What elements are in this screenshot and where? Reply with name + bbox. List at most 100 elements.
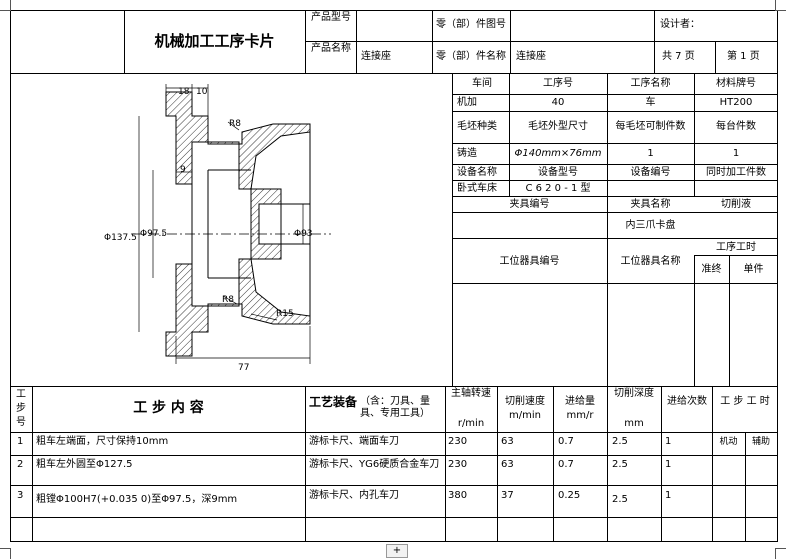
frame-left [10,10,11,542]
equip-no-label: 设备编号 [630,167,671,178]
dim-d93: Φ93 [294,229,313,239]
steps-vline [305,386,306,542]
row-1-no: 1 [17,436,24,447]
info-hline [452,143,778,144]
steps-hline [10,455,778,456]
cut-speed-unit: m/min [509,410,541,421]
header-vline [305,10,306,73]
info-vline [694,283,695,386]
info-hline [452,238,778,239]
workshop-value: 机加 [457,97,477,108]
outline [191,132,311,316]
content-header: 工 步 内 容 [133,400,204,416]
info-vline [729,255,730,386]
steps-vline [553,386,554,542]
header-bottom-line [10,73,778,74]
part-sketch [131,84,331,364]
steps-vline [497,386,498,542]
header-vline [510,10,511,73]
equip-header: 工艺装备 [309,395,358,409]
dim-r8-top: R8 [229,119,241,129]
header-vline [432,10,433,73]
station-tool-name-label: 工位器具名称 [620,256,681,267]
row-3-cut: 37 [501,490,514,501]
row-1-feed: 0.7 [558,436,574,447]
row-2-equip: 游标卡尺、YG6硬质合金车刀 [309,459,440,470]
info-left-line [452,73,453,386]
blank-type-value: 铸造 [457,148,477,159]
equip-name-value: 卧式车床 [457,183,497,194]
dim-77: 77 [238,363,250,373]
per-blank-label: 每毛坯可制件数 [615,121,686,132]
section-hatch [165,91,311,357]
info-hline [452,164,778,165]
total-pages: 共 7 页 [662,51,695,62]
dim-r8-bottom: R8 [222,295,234,305]
equip-model-label: 设备型号 [538,167,578,178]
corner-mark [0,0,11,11]
blank-type-label: 毛坯种类 [457,121,497,132]
per-unit-label: 每台件数 [716,121,756,132]
info-hline [452,212,778,213]
steps-vline [607,386,608,542]
header-vline [715,41,716,73]
fixture-no-label: 夹具编号 [509,199,550,210]
card-title: 机械加工工序卡片 [154,32,275,50]
machine-time-label: 机动 [719,437,738,447]
row-2-no: 2 [17,459,24,470]
page-number: 第 1 页 [727,51,760,62]
per-unit-value: 1 [732,148,740,159]
row-1-equip: 游标卡尺、端面车刀 [309,436,399,447]
info-hline [452,283,778,284]
steps-vline [712,386,713,542]
product-name-label: 产品名称 [311,43,351,54]
op-time-label: 工序工时 [716,242,756,253]
info-vline [694,255,695,283]
table-add-row-button[interactable]: + [386,544,408,558]
row-2-speed: 230 [448,459,468,470]
op-name-value: 车 [645,97,656,108]
info-vline [694,73,695,196]
fixture-name-label: 夹具名称 [630,199,671,210]
part-drawing-label: 零（部）件图号 [436,19,506,30]
aux-time-label: 辅助 [751,437,770,447]
row-3-passes: 1 [665,490,672,501]
part-name-label: 零（部）件名称 [436,51,506,62]
frame-top [10,10,778,11]
row-2-content: 粗车左外圆至Φ127.5 [36,459,133,470]
frame-right [777,10,778,542]
steps-hline [10,432,778,433]
step-time-header: 工 步 工 时 [720,396,770,407]
row-3-speed: 380 [448,490,468,501]
dim-d97: Φ97.5 [140,229,168,239]
row-3-depth: 2.5 [612,494,628,505]
coolant-label: 切削液 [721,199,751,210]
steps-hline [10,485,778,486]
steps-hline [10,517,778,518]
row-2-feed: 0.7 [558,459,574,470]
op-no-label: 工序号 [543,78,573,89]
corner-mark [0,548,11,559]
dimension-lines [138,84,311,364]
steps-vline [445,386,446,542]
row-3-no: 3 [17,490,24,501]
passes-header: 进给次数 [667,396,707,407]
row-3-content: 粗镗Φ100H7(+0.035 0)至Φ97.5，深9mm [36,494,238,505]
speed-unit: r/min [457,418,485,429]
row-2-depth: 2.5 [612,459,628,470]
material-value: HT200 [719,97,753,108]
part-name-value: 连接座 [516,51,546,62]
equip-header-sub: （含：刀具、量具、专用工具） [360,396,430,419]
dim-d137: Φ137.5 [104,233,137,243]
row-1-content: 粗车左端面，尺寸保持10mm [36,436,169,447]
feed-header: 进给量 [565,396,595,407]
blank-size-value: Φ140mm×76mm [514,148,602,159]
fixture-name-value: 内三爪卡盘 [625,220,676,231]
frame-bottom [10,541,778,542]
corner-mark [775,548,786,559]
material-label: 材料牌号 [716,78,756,89]
equip-name-label: 设备名称 [457,167,497,178]
steps-vline [32,386,33,542]
dim-18: 18 [178,87,190,97]
